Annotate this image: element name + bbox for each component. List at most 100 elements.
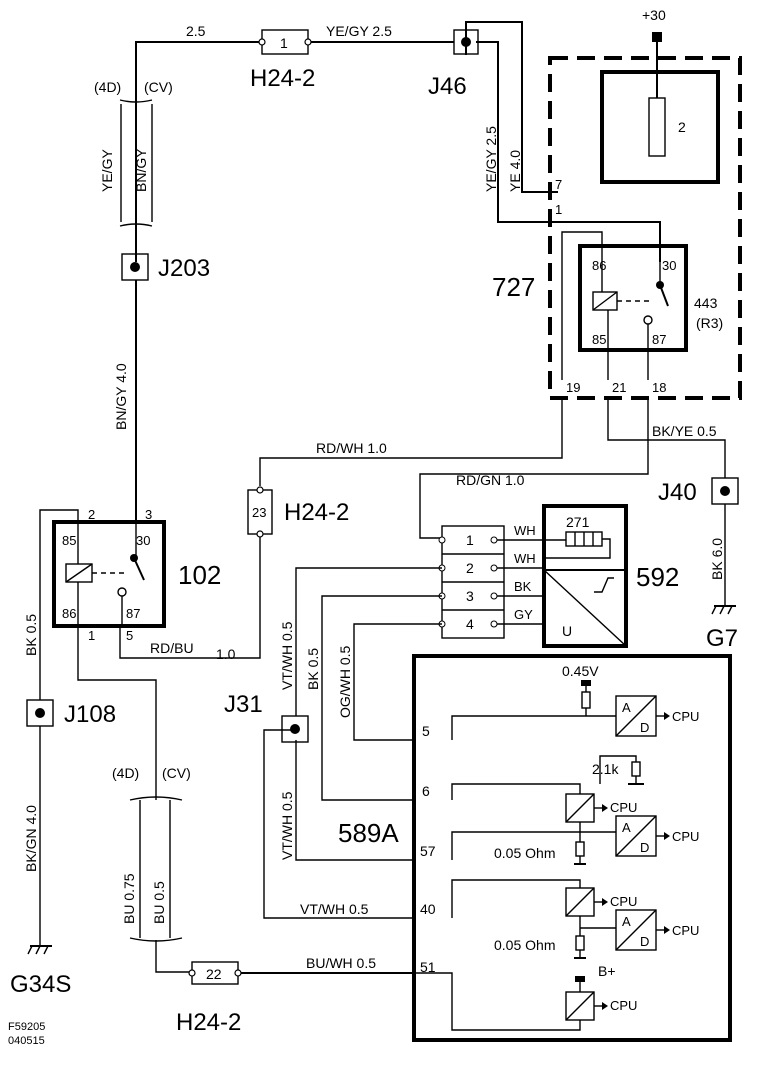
- figure-date: 040515: [8, 1035, 45, 1047]
- wire-label-bu-0-5: BU 0.5: [151, 881, 167, 924]
- ground-g7-symbol: [711, 605, 736, 615]
- ecu-resistor-2-1k: 2.1k: [592, 761, 619, 777]
- connector-pin-1: 1: [280, 35, 288, 51]
- joint-j108-label: J108: [64, 701, 116, 728]
- relay-102: [52, 520, 166, 628]
- relay-443-pin-86: 86: [592, 258, 606, 273]
- ecu-pin-6: 6: [422, 783, 430, 799]
- top-wiring: [135, 21, 661, 262]
- wire-label-rd-wh-1-0: RD/WH 1.0: [316, 440, 387, 456]
- wire-label-wh-1: WH: [514, 523, 536, 538]
- relay-443-label: 443: [694, 295, 718, 311]
- ecu-pin-40: 40: [420, 901, 436, 917]
- wire-label-wh-2: WH: [514, 551, 536, 566]
- wire-label-rd-bu: RD/BU: [150, 640, 194, 656]
- relay-102-pin-5: 5: [126, 628, 133, 643]
- variant-cv-top: (CV): [144, 79, 173, 95]
- connector-h24-2-label-top: H24-2: [250, 65, 315, 92]
- wire-label-ye-gy-vert: YE/GY 2.5: [483, 126, 499, 192]
- component-589a-box: [412, 654, 732, 1042]
- matrix-pin-3: 3: [466, 588, 474, 604]
- connector-h24-2-label-bottom: H24-2: [176, 1009, 241, 1036]
- fuse-box-2: [600, 70, 720, 184]
- relay-443-sublabel: (R3): [696, 315, 723, 331]
- wire-label-vt-wh-0-5-a: VT/WH 0.5: [279, 621, 295, 690]
- matrix-pin-1: 1: [466, 532, 474, 548]
- ground-g34s-symbol: [27, 945, 52, 955]
- connector-block-592: [438, 525, 505, 639]
- box-727-outline: [548, 56, 742, 400]
- heater-element-271: [565, 531, 603, 547]
- connector-pin-22: 22: [206, 966, 222, 982]
- joint-j203-label: J203: [158, 255, 210, 282]
- component-592-label: 592: [636, 562, 679, 592]
- relay-102-pin-30: 30: [136, 533, 150, 548]
- component-271-label: 271: [566, 514, 590, 530]
- wire-label-bk-6-0: BK 6.0: [709, 538, 725, 580]
- ecu-shunt-2: 0.05 Ohm: [494, 937, 555, 953]
- pin-7: 7: [555, 177, 562, 192]
- variant-4d-top: (4D): [94, 79, 121, 95]
- wire-label-vt-wh-0-5-b: VT/WH 0.5: [279, 791, 295, 860]
- wire-label-rd-gn-1-0: RD/GN 1.0: [456, 472, 525, 488]
- wire-label-vt-wh-0-5-c: VT/WH 0.5: [300, 901, 369, 917]
- ecu-cpu-2: CPU: [610, 800, 637, 815]
- ecu-cpu-3: CPU: [672, 829, 699, 844]
- relay-102-pin-1: 1: [88, 628, 95, 643]
- relay-102-pin-2: 2: [88, 507, 95, 522]
- ecu-battery-plus: B+: [598, 963, 616, 979]
- pin-1-727: 1: [555, 202, 562, 217]
- ecu-pin-51: 51: [420, 959, 436, 975]
- ecu-cpu-4: CPU: [610, 894, 637, 909]
- wire-label-ye-gy-left: YE/GY: [99, 149, 115, 192]
- ecu-pin-57: 57: [420, 843, 436, 859]
- matrix-pin-4: 4: [466, 616, 474, 632]
- connector-h24-2-pin1: [258, 29, 312, 55]
- component-102-label: 102: [178, 560, 221, 590]
- component-592-box: [542, 504, 628, 648]
- wire-label-og-wh-0-5: OG/WH 0.5: [337, 645, 353, 718]
- relay-102-pin-87: 87: [126, 606, 140, 621]
- component-727-label: 727: [492, 272, 535, 302]
- wire-label-bu-0-75: BU 0.75: [121, 873, 137, 924]
- wire-label-bn-gy-left: BN/GY: [133, 148, 149, 192]
- fuse-element: [648, 97, 666, 157]
- joint-j40: [711, 477, 739, 505]
- connector-h24-2-label-mid: H24-2: [284, 499, 349, 526]
- connector-pin-23: 23: [252, 505, 266, 520]
- ecu-cpu-1: CPU: [672, 709, 699, 724]
- ecu-shunt-1: 0.05 Ohm: [494, 845, 555, 861]
- wire-label-gy-m: GY: [514, 607, 533, 622]
- relay-102-pin-86: 86: [62, 606, 76, 621]
- pin-18: 18: [652, 380, 666, 395]
- ecu-pin-5: 5: [422, 723, 430, 739]
- ecu-adc-3-d: D: [640, 934, 649, 949]
- relay-443-pin-85: 85: [592, 332, 606, 347]
- wire-label-ye-gy-2-5: YE/GY 2.5: [326, 23, 392, 39]
- sensor-signal-icon: [594, 577, 614, 593]
- connector-h24-2-pin23: [247, 486, 273, 538]
- wire-label-bk-m: BK: [514, 579, 532, 594]
- relay-443: [578, 244, 688, 352]
- joint-j40-label: J40: [658, 479, 697, 506]
- joint-j46: [453, 29, 479, 55]
- relay-443-pin-87: 87: [652, 332, 666, 347]
- pin-21: 21: [612, 380, 626, 395]
- ecu-cpu-6: CPU: [610, 998, 637, 1013]
- ecu-adc-2-d: D: [640, 840, 649, 855]
- variant-cv-bottom: (CV): [162, 765, 191, 781]
- matrix-pin-2: 2: [466, 560, 474, 576]
- joint-j31-label: J31: [224, 691, 263, 718]
- power-terminal: [652, 32, 662, 42]
- variant-4d-bottom: (4D): [112, 765, 139, 781]
- wire-label-rd-bu-size: 1.0: [216, 646, 236, 662]
- wire-label-bk-0-5-left: BK 0.5: [23, 614, 39, 656]
- joint-j108: [26, 699, 54, 727]
- power-label: +30: [642, 7, 666, 23]
- component-589a-label: 589A: [338, 818, 399, 848]
- wire-label-bn-gy-4-0: BN/GY 4.0: [113, 363, 129, 430]
- ground-g7-label: G7: [706, 625, 738, 652]
- ecu-adc-2-a: A: [622, 820, 631, 835]
- relay-102-pin-85: 85: [62, 533, 76, 548]
